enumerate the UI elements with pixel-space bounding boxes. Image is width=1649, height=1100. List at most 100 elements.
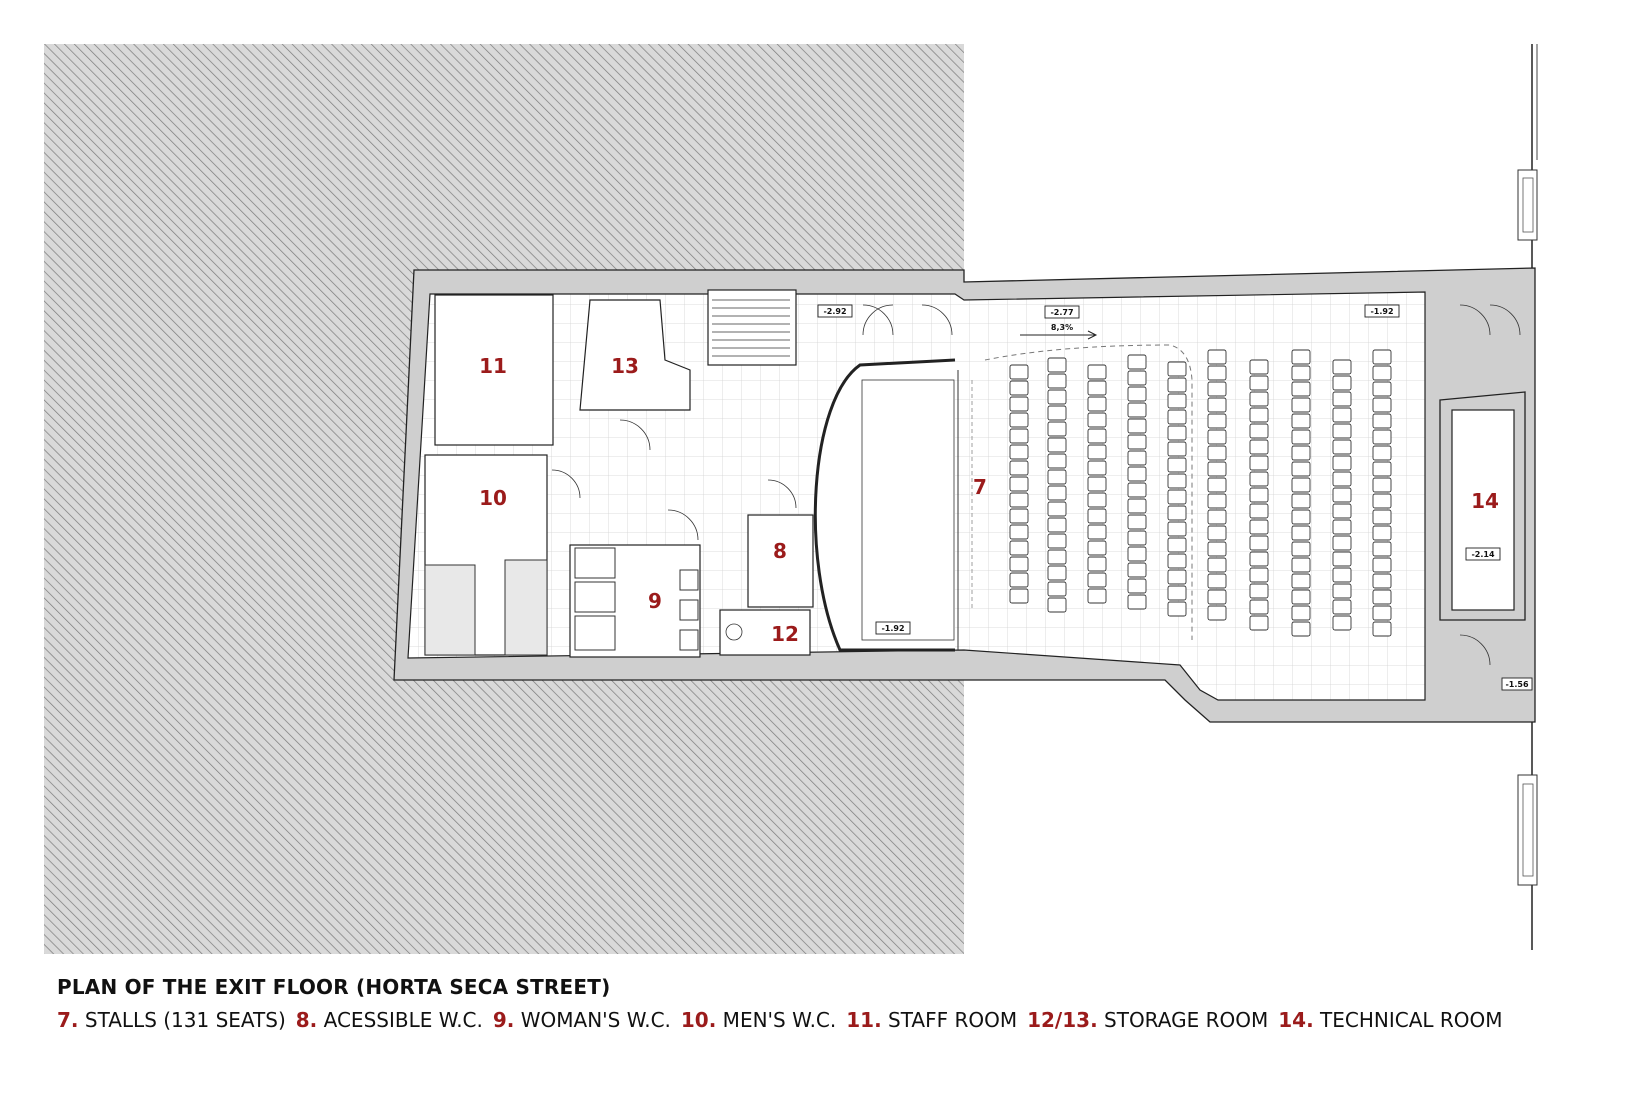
seat — [1167, 521, 1187, 537]
seat — [1332, 535, 1352, 551]
seat — [1009, 412, 1029, 428]
seat — [1047, 453, 1067, 469]
seat — [1291, 621, 1311, 637]
level-technical: -2.14 — [1465, 547, 1501, 561]
seat — [1009, 460, 1029, 476]
room-number-11: 11 — [479, 354, 507, 378]
seat — [1291, 461, 1311, 477]
seat — [1372, 365, 1392, 381]
stage-area — [813, 358, 973, 652]
seat — [1167, 601, 1187, 617]
seat — [1291, 365, 1311, 381]
svg-text:-2.92: -2.92 — [823, 307, 846, 316]
legend-label: MEN'S W.C. — [716, 1008, 837, 1032]
seat — [1207, 365, 1227, 381]
seat — [1087, 444, 1107, 460]
seat — [1249, 439, 1269, 455]
legend-label: TECHNICAL ROOM — [1313, 1008, 1503, 1032]
seat — [1087, 396, 1107, 412]
seat — [1332, 407, 1352, 423]
seat — [1047, 469, 1067, 485]
seat — [1087, 588, 1107, 604]
seat — [1207, 477, 1227, 493]
slope-label: 8,3% — [1051, 323, 1073, 332]
room-legend: 7. STALLS (131 SEATS)8. ACESSIBLE W.C.9.… — [57, 1008, 1513, 1032]
seat — [1207, 557, 1227, 573]
seat — [1047, 437, 1067, 453]
seat — [1009, 396, 1029, 412]
seat — [1087, 556, 1107, 572]
seat — [1332, 455, 1352, 471]
room-number-10: 10 — [479, 486, 507, 510]
svg-text:-1.92: -1.92 — [1370, 307, 1393, 316]
level-marks: -2.92 -2.77 8,3% -1.92 -1.92 -2.14 -1.56 — [817, 304, 1533, 691]
seat — [1291, 397, 1311, 413]
seat — [1291, 525, 1311, 541]
seat — [1332, 375, 1352, 391]
plan-title: PLAN OF THE EXIT FLOOR (HORTA SECA STREE… — [57, 975, 611, 999]
seat — [1167, 553, 1187, 569]
seat — [1087, 380, 1107, 396]
seat — [1087, 572, 1107, 588]
seat — [1127, 578, 1147, 594]
seat — [1009, 572, 1029, 588]
seat — [1207, 493, 1227, 509]
seat — [1332, 615, 1352, 631]
seat — [1291, 589, 1311, 605]
seat — [1207, 461, 1227, 477]
seat — [1372, 621, 1392, 637]
seat — [1127, 594, 1147, 610]
seat — [1372, 461, 1392, 477]
seat — [1332, 503, 1352, 519]
seat — [1167, 569, 1187, 585]
room-number-14: 14 — [1471, 489, 1499, 513]
legend-number: 11. — [846, 1008, 882, 1032]
seat — [1047, 389, 1067, 405]
seat — [1127, 434, 1147, 450]
seat — [1249, 519, 1269, 535]
room-number-8: 8 — [773, 539, 787, 563]
seat — [1291, 573, 1311, 589]
seat — [1087, 460, 1107, 476]
seat — [1372, 413, 1392, 429]
seat — [1087, 428, 1107, 444]
seat — [1167, 409, 1187, 425]
seat — [1167, 489, 1187, 505]
seat — [1087, 508, 1107, 524]
seat — [1167, 505, 1187, 521]
seat — [1127, 370, 1147, 386]
seat — [1047, 549, 1067, 565]
seat — [1127, 514, 1147, 530]
seat — [1291, 429, 1311, 445]
seat — [1332, 583, 1352, 599]
seat — [1167, 361, 1187, 377]
room-number-12: 12 — [771, 622, 799, 646]
seat — [1009, 556, 1029, 572]
seat — [1332, 599, 1352, 615]
seat — [1207, 429, 1227, 445]
seat — [1047, 357, 1067, 373]
seat — [1087, 524, 1107, 540]
room-number-13: 13 — [611, 354, 639, 378]
seat — [1087, 492, 1107, 508]
seat — [1167, 377, 1187, 393]
seat — [1009, 588, 1029, 604]
seat — [1291, 557, 1311, 573]
seat — [1372, 509, 1392, 525]
legend-number: 7. — [57, 1008, 79, 1032]
svg-text:-1.56: -1.56 — [1505, 680, 1528, 689]
legend-label: STORAGE ROOM — [1097, 1008, 1269, 1032]
seat — [1249, 471, 1269, 487]
seat — [1249, 375, 1269, 391]
legend-item: 12/13. STORAGE ROOM — [1027, 1008, 1268, 1032]
seat — [1127, 386, 1147, 402]
seat — [1291, 493, 1311, 509]
seat — [1047, 373, 1067, 389]
seat — [1249, 423, 1269, 439]
seat — [1087, 540, 1107, 556]
seat — [1372, 573, 1392, 589]
legend-number: 9. — [492, 1008, 515, 1032]
seat — [1047, 533, 1067, 549]
seat — [1207, 589, 1227, 605]
seat — [1127, 418, 1147, 434]
